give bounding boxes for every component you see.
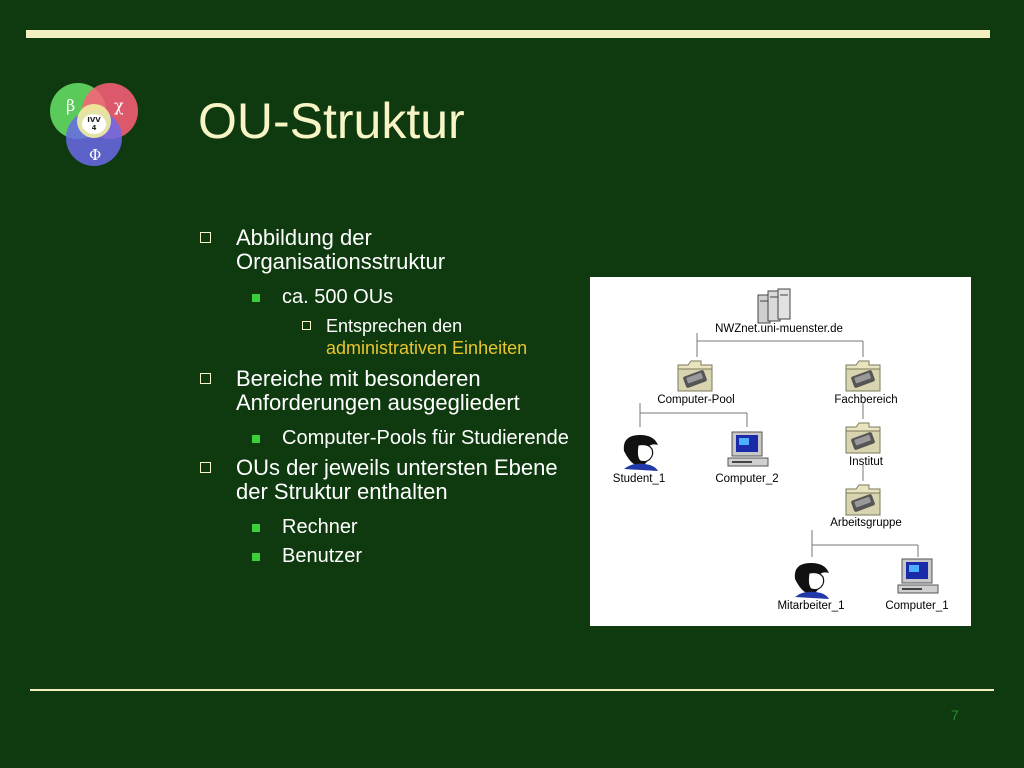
person-icon (623, 434, 659, 472)
person-icon (794, 562, 830, 600)
bullet-text: Bereiche mit besonderen Anforderungen au… (236, 366, 520, 415)
fachbereich-label: Fachbereich (834, 394, 897, 406)
filled-square-bullet-icon (252, 553, 260, 561)
sub-bullet-item: Benutzer (198, 545, 578, 568)
hollow-square-bullet-icon (200, 462, 211, 473)
ou-tree-diagram: NWZnet.uni-muenster.de Computer-Pool Fac… (590, 277, 971, 626)
mitarbeiter-1-label: Mitarbeiter_1 (777, 600, 844, 612)
bullet-item: OUs der jeweils untersten Ebene der Stru… (198, 456, 578, 504)
computer-pool-label: Computer-Pool (657, 394, 734, 406)
sub-sub-bullet-text: Entsprechen den (326, 316, 463, 336)
chi-letter: χ (114, 96, 124, 115)
computer-2-label: Computer_2 (715, 473, 778, 485)
folder-icon (845, 484, 881, 516)
top-rule (26, 30, 990, 38)
sub-sub-bullet-item: Entsprechen den administrativen Einheite… (198, 315, 578, 359)
bullet-item: Bereiche mit besonderen Anforderungen au… (198, 367, 578, 415)
filled-square-bullet-icon (252, 524, 260, 532)
sub-bullet-item: Computer-Pools für Studierende (198, 427, 578, 450)
beta-letter: β (66, 96, 75, 115)
logo-badge-line2: 4 (92, 124, 97, 132)
highlighted-text: administrativen Einheiten (326, 338, 528, 358)
folder-icon (845, 422, 881, 454)
filled-square-bullet-icon (252, 294, 260, 302)
sub-bullet-item: ca. 500 OUs (198, 286, 578, 309)
tree-connectors (639, 333, 919, 557)
sub-bullet-text: Rechner (282, 516, 358, 538)
institut-label: Institut (849, 456, 884, 468)
sub-bullet-item: Rechner (198, 516, 578, 539)
ivv4-logo: β χ Φ IVV 4 (46, 78, 142, 174)
computer-icon (727, 431, 769, 467)
page-number: 7 (951, 707, 959, 723)
folder-icon (677, 360, 713, 392)
computer-icon (897, 558, 939, 594)
sub-bullet-text: Computer-Pools für Studierende (282, 427, 569, 449)
hollow-square-bullet-icon (302, 321, 311, 330)
sub-bullet-text: ca. 500 OUs (282, 286, 394, 308)
bottom-rule (30, 689, 994, 691)
bullet-text: OUs der jeweils untersten Ebene der Stru… (236, 455, 558, 504)
student-1-label: Student_1 (613, 473, 665, 485)
hollow-square-bullet-icon (200, 232, 211, 243)
computer-1-label: Computer_1 (885, 600, 948, 612)
root-label: NWZnet.uni-muenster.de (715, 323, 843, 335)
folder-icon (845, 360, 881, 392)
slide-title: OU-Struktur (198, 93, 465, 149)
bullet-list: Abbildung der Organisationsstruktur ca. … (198, 226, 578, 574)
sub-bullet-text: Benutzer (282, 545, 363, 567)
hollow-square-bullet-icon (200, 373, 211, 384)
arbeitsgruppe-label: Arbeitsgruppe (830, 517, 902, 529)
server-icon (757, 288, 791, 324)
filled-square-bullet-icon (252, 435, 260, 443)
phi-letter: Φ (89, 146, 101, 164)
bullet-text: Abbildung der Organisationsstruktur (236, 225, 446, 274)
logo-badge-line1: IVV (87, 116, 101, 124)
bullet-item: Abbildung der Organisationsstruktur (198, 226, 578, 274)
